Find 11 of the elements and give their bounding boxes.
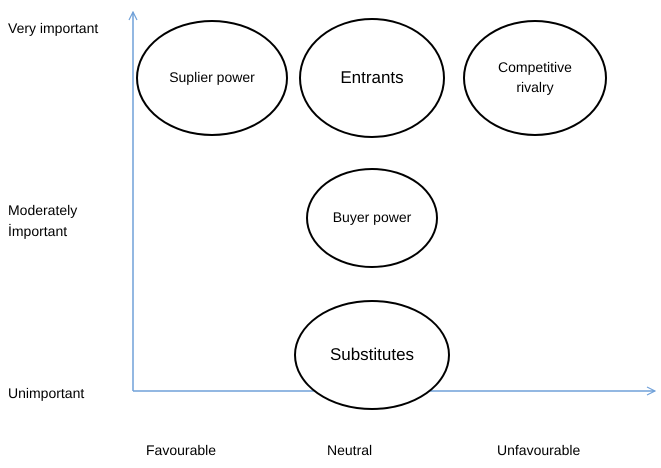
x-axis-label: Favourable: [146, 441, 216, 460]
node-label: Competitive rivalry: [497, 58, 573, 97]
y-axis-label: Moderately İmportant: [8, 201, 78, 241]
x-axis-label: Neutral: [327, 441, 372, 460]
y-axis-label: Very important: [8, 19, 98, 38]
x-axis-label: Unfavourable: [497, 441, 580, 460]
node-label: Buyer power: [332, 208, 412, 228]
node-label: Entrants: [340, 67, 404, 90]
y-axis-label: Unimportant: [8, 384, 84, 403]
node-label: Suplier power: [169, 68, 255, 88]
node-label: Substitutes: [330, 344, 414, 366]
